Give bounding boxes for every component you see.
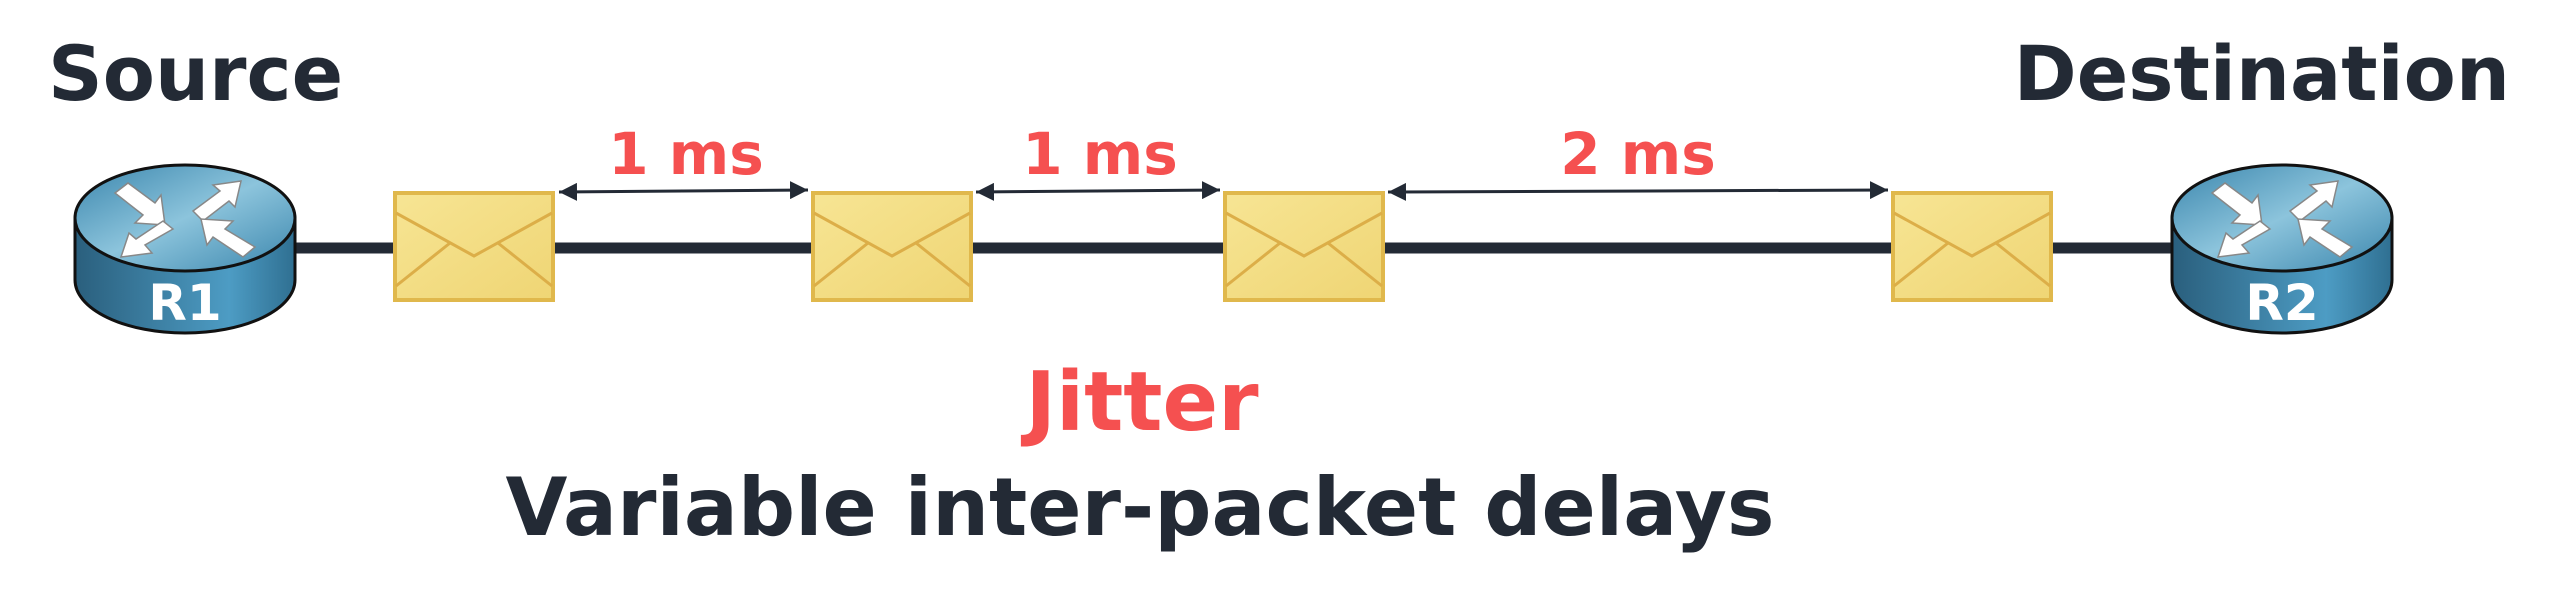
source-label: Source (48, 29, 343, 118)
delay-arrow (558, 181, 809, 201)
diagram-title: Jitter (1020, 355, 1259, 450)
diagram-subtitle: Variable inter-packet delays (505, 461, 1774, 554)
destination-label: Destination (2014, 29, 2510, 118)
router-r1: R1 (73, 163, 297, 335)
packet-envelope-icon (1891, 191, 2053, 302)
router-label: R2 (2245, 274, 2318, 332)
delay-label: 2 ms (1560, 120, 1716, 188)
delay-arrow (975, 181, 1221, 201)
packet-envelope-icon (811, 191, 973, 302)
router-r2: R2 (2170, 163, 2394, 335)
delay-label: 1 ms (608, 120, 764, 188)
packet-envelope-icon (1223, 191, 1385, 302)
delay-label: 1 ms (1022, 120, 1178, 188)
delay-arrow (1387, 181, 1889, 201)
router-label: R1 (148, 274, 221, 332)
packet-envelope-icon (393, 191, 555, 302)
